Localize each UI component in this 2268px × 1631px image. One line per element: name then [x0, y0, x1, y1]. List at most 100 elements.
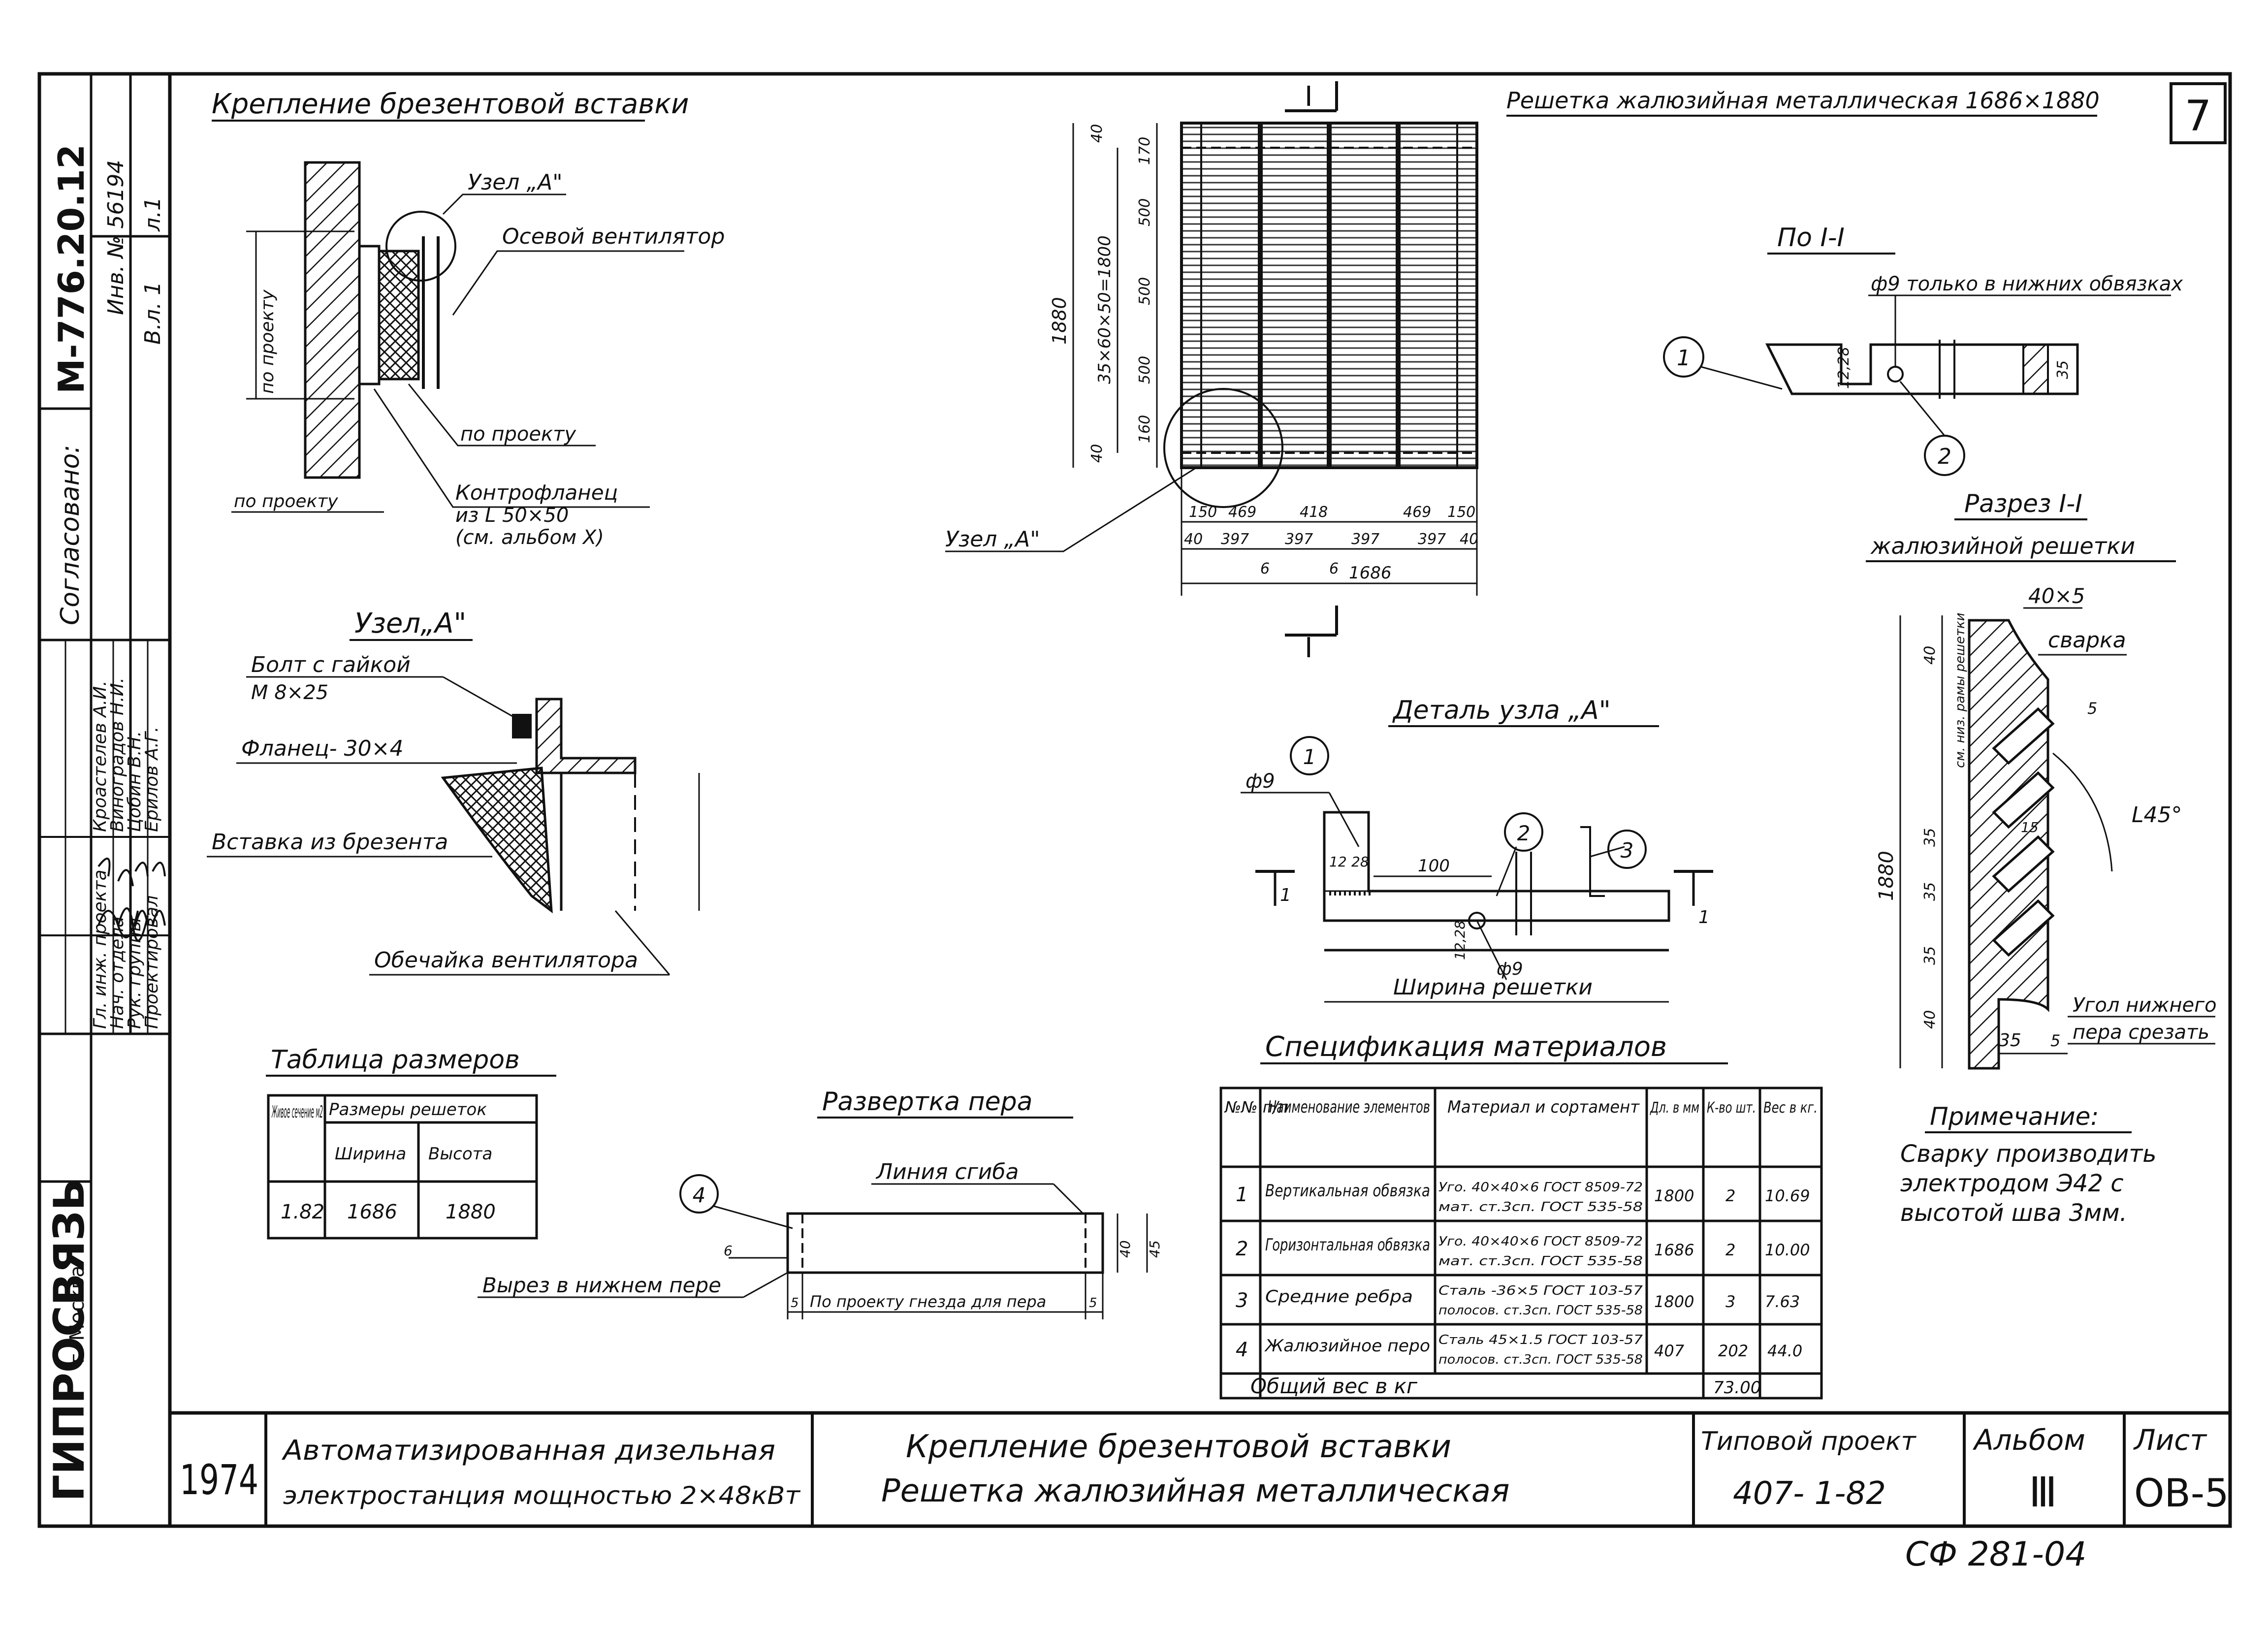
- grille-node-a: Узел „А": [945, 527, 1040, 552]
- razrez-dim-4: 35: [1921, 946, 1939, 965]
- dim-col-top-5: 150: [1447, 504, 1475, 521]
- spec-r1-no: 1: [1236, 1183, 1248, 1206]
- sheet-frame: [37, 72, 2232, 1528]
- blade-dim-40: 40: [1117, 1240, 1133, 1258]
- pos-1-callout: 1: [1677, 346, 1691, 371]
- notes-title: Примечание:: [1930, 1102, 2099, 1131]
- org-name: ГИПРОСВЯЗЬ: [45, 1179, 94, 1502]
- spec-r1-mat2: мат. ст.3сп. ГОСТ 535-58: [1438, 1200, 1643, 1215]
- spec-r3-weight: 7.63: [1765, 1292, 1800, 1311]
- canvas-insert-label: Вставка из брезента: [212, 830, 448, 855]
- pos-2-callout: 2: [1938, 444, 1951, 469]
- cut-label-2: пера срезать: [2073, 1021, 2209, 1044]
- dim-6-left: 6: [1260, 560, 1270, 577]
- louver-grille-view: Решетка жалюзийная металлическая 1686×18…: [945, 81, 2100, 664]
- signature-1: [97, 857, 139, 938]
- dim-total-height: 1880: [1049, 297, 1070, 345]
- size-table-h-size: Размеры решеток: [329, 1100, 487, 1119]
- spec-r2-no: 2: [1236, 1238, 1248, 1260]
- dim-inner-height: 35×60×50=1800: [1095, 235, 1115, 384]
- grille-title: Решетка жалюзийная металлическая 1686×18…: [1506, 87, 2100, 114]
- spec-r4-qty: 202: [1718, 1342, 1748, 1360]
- counterflange-size: из L 50×50: [455, 504, 569, 527]
- spec-total-label: Общий вес в кг: [1250, 1374, 1418, 1398]
- dim-bottom: 40: [1088, 444, 1106, 463]
- section-mark-top: I: [1305, 81, 1313, 113]
- razrez-dim-top: 40: [1921, 646, 1939, 665]
- spec-r3-len: 1800: [1654, 1292, 1694, 1311]
- dim-col-bot-4: 397: [1351, 531, 1379, 548]
- section-1-1-plan: По I-I ф9 только в нижних обвязках 12,28…: [1663, 223, 2183, 476]
- stamp-l: л.1: [140, 197, 165, 232]
- blade-development: Развертка пера Линия сгиба 4 40 45 6 Выр…: [478, 1087, 1163, 1319]
- spec-h-len: Дл. в мм: [1650, 1099, 1699, 1117]
- detail-phi-2: ф9: [1497, 959, 1523, 979]
- spec-h-material: Материал и сортамент: [1447, 1097, 1640, 1117]
- dim-6-right: 6: [1329, 560, 1339, 577]
- signature-3: [134, 862, 149, 926]
- section-mark-bottom: I: [1305, 632, 1313, 664]
- detail-phi: ф9: [1246, 770, 1275, 793]
- tb-album-label: Альбом: [1972, 1423, 2085, 1457]
- tb-object-1: Автоматизированная дизельная: [282, 1435, 775, 1467]
- dim-top: 40: [1088, 124, 1106, 143]
- node-a-detail: Узел„А" Болт с гайкой М 8×25 Фланец- 30×…: [207, 608, 700, 976]
- notes-line-3: высотой шва 3мм.: [1900, 1199, 2127, 1227]
- bolt-label: Болт с гайкой: [251, 652, 411, 677]
- org-city: г. Москва: [66, 1265, 89, 1364]
- notes: Примечание: Сварку производить электродо…: [1900, 1102, 2157, 1227]
- tb-sheet-number: ОВ-5: [2134, 1471, 2229, 1516]
- razrez-subtitle: жалюзийной решетки: [1870, 533, 2135, 559]
- spec-r1-mat1: Уго. 40×40×6 ГОСТ 8509-72: [1438, 1180, 1643, 1195]
- dim-col-bot-2: 397: [1221, 531, 1249, 548]
- fold-line-label: Линия сгиба: [875, 1159, 1019, 1184]
- size-table-h-width: Ширина: [335, 1144, 406, 1164]
- razrez-side-label: см. низ. рамы решетки: [1953, 612, 1968, 768]
- detail-pos-2: 2: [1517, 821, 1531, 845]
- detail-dim-100: 100: [1418, 856, 1450, 876]
- dim-col-bot-3: 397: [1285, 531, 1313, 548]
- spec-row: 4 Жалюзийное перо Сталь 45×1.5 ГОСТ 103-…: [1236, 1333, 1802, 1367]
- razrez-dim-2: 35: [1921, 828, 1939, 847]
- counterflange-label: Контрофланец: [455, 480, 618, 505]
- spec-r2-len: 1686: [1654, 1241, 1694, 1259]
- canvas-insert-mount: Крепление брезентовой вставки по проекту…: [212, 88, 725, 549]
- stamp-block: М-776.20.12 Инв. № 56194 л.1 В.л. 1 Согл…: [45, 144, 166, 1502]
- by-project-label-2: по проекту: [234, 491, 338, 512]
- spec-h-weight: Вес в кг.: [1763, 1099, 1818, 1117]
- detail-pos-3: 3: [1621, 838, 1634, 863]
- tb-object-2: электростанция мощностью 2×48кВт: [283, 1481, 801, 1510]
- notes-line-2: электродом Э42 с: [1900, 1170, 2124, 1197]
- dim-row-2: 500: [1136, 198, 1153, 226]
- razrez-dim-5b: 5: [2050, 1031, 2060, 1050]
- size-table-h-height: Высота: [428, 1144, 492, 1164]
- blade-note: По проекту гнезда для пера: [810, 1292, 1046, 1311]
- spec-row: 1 Вертикальная обвязка Уго. 40×40×6 ГОСТ…: [1236, 1180, 1810, 1215]
- detail-dim-28: 28: [1351, 854, 1369, 870]
- razvertka-title: Развертка пера: [822, 1087, 1032, 1117]
- spec-r3-no: 3: [1236, 1289, 1248, 1312]
- dim-col-top-2: 469: [1228, 504, 1256, 521]
- tb-album-number: Ⅲ: [2029, 1468, 2057, 1516]
- razrez-dim-35: 35: [1999, 1030, 2021, 1051]
- section1-title: Крепление брезентовой вставки: [212, 88, 689, 120]
- spec-r1-qty: 2: [1725, 1186, 1735, 1205]
- detail-cut-mark-right: 1: [1698, 907, 1710, 927]
- spec-h-no: №№ п/п: [1224, 1098, 1288, 1117]
- spec-r2-name: Горизонтальная обвязка: [1265, 1235, 1430, 1255]
- dim-col-top-4: 469: [1403, 504, 1431, 521]
- strip-size: 40×5: [2028, 584, 2085, 608]
- section-ii-dim2: 35: [2054, 360, 2072, 379]
- spec-r1-weight: 10.69: [1765, 1186, 1810, 1205]
- size-table-width: 1686: [347, 1201, 397, 1223]
- blade-pos-4: 4: [693, 1183, 706, 1207]
- dim-col-top-1: 150: [1189, 504, 1217, 521]
- archive-number: СФ 281-04: [1905, 1535, 2087, 1574]
- spec-r2-weight: 10.00: [1765, 1241, 1810, 1259]
- cut-in-blade-label: Вырез в нижнем пере: [482, 1273, 721, 1297]
- razrez-dim-bottom: 40: [1921, 1010, 1939, 1029]
- flange-label: Фланец- 30×4: [241, 736, 403, 761]
- spec-r4-len: 407: [1654, 1342, 1685, 1360]
- section-ii-title: По I-I: [1777, 223, 1845, 253]
